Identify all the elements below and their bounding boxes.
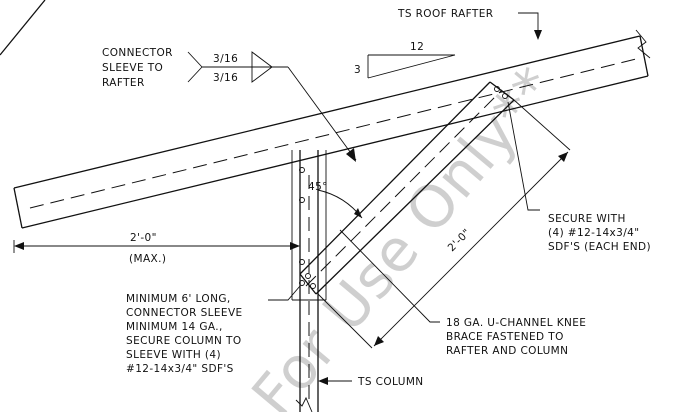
sleeve-label-line2: CONNECTOR SLEEVE: [126, 307, 243, 319]
slope-run-label: 12: [410, 41, 424, 53]
knee-brace: [299, 81, 515, 295]
secure-label-line3: SDF'S (EACH END): [548, 241, 651, 253]
connector-label-line3: RAFTER: [102, 77, 145, 89]
angle-label: 45°: [308, 181, 328, 193]
sleeve-leader: [268, 285, 301, 301]
diagonal-dimension: [317, 99, 571, 349]
sleeve-label-line6: #12-14x3/4" SDF'S: [126, 363, 234, 375]
secure-label-line1: SECURE WITH: [548, 213, 626, 225]
slope-rise-label: 3: [354, 64, 361, 76]
connector-label-line2: SLEEVE TO: [102, 62, 163, 74]
connector-label-line1: CONNECTOR: [102, 47, 173, 59]
knee-label-line3: RAFTER AND COLUMN: [446, 345, 568, 357]
knee-brace-leader: [339, 229, 440, 323]
roof-rafter-leader: [518, 12, 539, 36]
weld-symbol: [187, 51, 357, 162]
secure-leader: [507, 101, 540, 211]
roof-rafter: [13, 29, 651, 229]
weld-size-top: 3/16: [213, 53, 238, 65]
angle-arrowhead: [354, 208, 362, 218]
sleeve-label-line4: SECURE COLUMN TO: [126, 335, 242, 347]
knee-label-line1: 18 GA. U-CHANNEL KNEE: [446, 317, 586, 329]
sleeve-label-line1: MINIMUM 6' LONG,: [126, 293, 231, 305]
ts-column: [291, 150, 327, 413]
sleeve-label-line3: MINIMUM 14 GA.,: [126, 321, 223, 333]
corner-leader-line: [0, 0, 46, 56]
knee-label-line2: BRACE FASTENED TO: [446, 331, 564, 343]
secure-label-line2: (4) #12-14x3/4": [548, 227, 639, 239]
weld-size-bottom: 3/16: [213, 72, 238, 84]
horizontal-dim-label: 2'-0": [130, 232, 157, 244]
column-label: TS COLUMN: [357, 376, 424, 388]
slope-indicator: [367, 54, 456, 79]
sleeve-label-line5: SLEEVE WITH (4): [126, 349, 221, 361]
max-label: (MAX.): [129, 253, 166, 265]
horizontal-dimension: [13, 240, 301, 253]
roof-rafter-label: TS ROOF RAFTER: [397, 8, 493, 20]
